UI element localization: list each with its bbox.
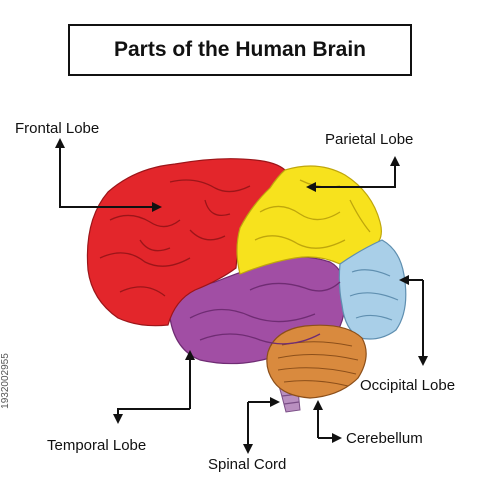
label-parietal-lobe: Parietal Lobe: [325, 131, 414, 148]
temporal-gyri: [189, 281, 341, 345]
temporal-lobe-pointer: [113, 408, 190, 424]
frontal-gyri: [99, 179, 251, 297]
occipital-gyri: [349, 269, 399, 321]
label-occipital-lobe: Occipital Lobe: [360, 377, 456, 394]
parietal-lobe-shape: [236, 165, 382, 275]
label-temporal-lobe: Temporal Lobe: [47, 437, 147, 454]
image-id-text: 1932002955: [0, 353, 11, 409]
occipital-lobe-shape: [338, 239, 407, 340]
label-spinal-cord: Spinal Cord: [208, 456, 287, 473]
label-frontal-lobe: Frontal Lobe: [15, 120, 100, 137]
label-cerebellum: Cerebellum: [346, 430, 423, 447]
parietal-gyri: [254, 179, 371, 249]
cerebellum-folds: [277, 341, 359, 387]
diagram-title: Parts of the Human Brain: [68, 24, 412, 76]
